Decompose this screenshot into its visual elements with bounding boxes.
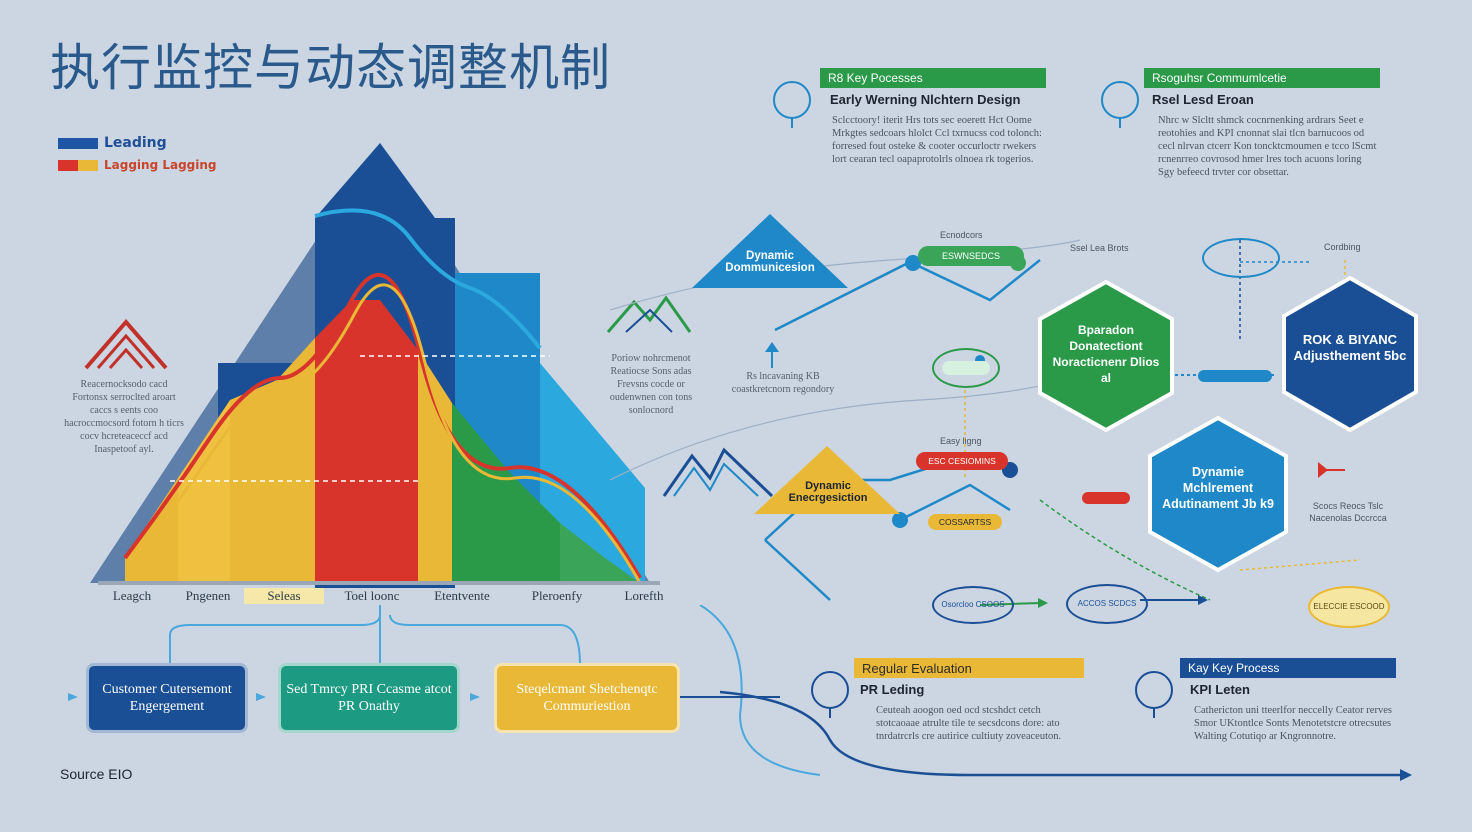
yellow-circle-node[interactable]: ELECCIE ESCOOD <box>1308 586 1390 628</box>
pill-green[interactable]: ESWNSEDCS <box>918 246 1024 266</box>
navy-circle-node-2[interactable]: ACCOS SCDCS <box>1066 584 1148 624</box>
legend-label: Leading <box>104 135 167 151</box>
page-title: 执行监控与动态调整机制 <box>50 39 611 97</box>
stage-label: Etentvente <box>434 588 490 603</box>
lagging-line <box>123 272 642 580</box>
right-note: Scocs Reocs Tslc Nacenolas Dccrcca <box>1309 501 1387 523</box>
bulb-icon <box>1135 671 1173 718</box>
panel-body: Sclcctoory! iterit Hrs tots sec eoerett … <box>832 115 1042 165</box>
label-cocd: Cordbing <box>1324 242 1361 252</box>
stage-label: Leagch <box>112 588 152 603</box>
legend-item-lagging: Lagging Lagging <box>58 154 217 176</box>
pill-yellow[interactable]: COSSARTSS <box>928 514 1002 530</box>
panel-header: Rsoguhsr Commumlcetie <box>1144 68 1380 88</box>
pill-red-small <box>1082 492 1130 504</box>
blue-mountain-icon <box>662 447 774 498</box>
panel-header: Kay Key Process <box>1180 658 1396 678</box>
yellow-column-3 <box>418 350 452 583</box>
source-note: Source EIO <box>60 766 133 782</box>
panel-body: Nhrc w Slcltt shmck cocnrnenking ardrars… <box>1158 115 1377 178</box>
legend-swatch-red-yellow <box>58 159 98 171</box>
blue-hexagon[interactable] <box>1144 414 1292 574</box>
mid-note-2: Rs lncavaning KB coastkretcnorn regondor… <box>731 371 835 395</box>
stage-label: Pngenen <box>185 588 231 603</box>
panel-body: Cathericton uni tteerlfor neccelly Ceato… <box>1194 705 1392 742</box>
green-hexagon[interactable] <box>1034 278 1178 434</box>
stage-label: Lorefth <box>624 588 664 603</box>
pill-red[interactable]: ESC CESIOMINS <box>916 452 1008 470</box>
stage-label: Toel loonc <box>344 588 400 603</box>
panel-header: R8 Key Pocesses <box>820 68 1046 88</box>
customer-engagement-box[interactable]: Customer Cutersemont Engergement <box>86 663 248 733</box>
green-column <box>452 403 560 583</box>
legend: Leading Lagging Lagging <box>58 132 217 176</box>
bulb-icon <box>1101 81 1139 128</box>
dynamic-environment-triangle[interactable] <box>752 444 902 516</box>
lagging-line-2 <box>128 283 642 584</box>
navy-hexagon-label: ROK & BIYANC Adjusthement 5bc <box>1293 332 1407 363</box>
dynamic-communication-triangle[interactable] <box>690 212 850 290</box>
dynamic-environment-label: Dynamic Enecrgesiction <box>788 480 868 504</box>
stage-label: Seleas <box>244 588 324 604</box>
stage-label: Pleroenfy <box>531 588 583 603</box>
left-note: Reacernocksodo cacd Fortonsx serroclted … <box>64 379 184 455</box>
leading-line <box>314 208 542 350</box>
yellow-column-2 <box>230 338 315 583</box>
label-seal: Ssel Lea Brots <box>1070 243 1129 253</box>
legend-swatch-blue <box>58 137 98 149</box>
panel-subtitle: Rsel Lesd Eroan <box>1152 92 1254 107</box>
panel-regular-evaluation: Regular Evaluation PR Leding Ceuteah aoo… <box>808 656 1098 766</box>
label-echon: Ecnodcors <box>940 230 983 240</box>
navy-circle-node[interactable]: Osorcloo CSOOS <box>932 586 1014 624</box>
red-column <box>315 300 418 583</box>
legend-label: Lagging Lagging <box>104 158 217 172</box>
bulb-icon <box>811 671 849 718</box>
pill-blue <box>1198 370 1272 382</box>
green-circle-inner <box>942 361 990 375</box>
panel-subtitle: PR Leding <box>860 682 925 697</box>
blue-circle-node[interactable] <box>1202 238 1280 278</box>
panel-subtitle: Early Werning Nlchtern Design <box>830 92 1021 107</box>
mountain-chart <box>90 143 660 588</box>
legend-item-leading: Leading <box>58 132 217 154</box>
green-column-2 <box>560 523 640 583</box>
peak-top <box>315 143 435 218</box>
connector-lines <box>68 605 820 776</box>
panel-header: Regular Evaluation <box>854 658 1084 678</box>
navy-hexagon[interactable] <box>1278 274 1422 434</box>
green-mountain-icon <box>606 295 692 333</box>
bulb-icon <box>773 81 811 128</box>
blue-hexagon-label: Dynamie Mchlrement Adutinament Jb k9 <box>1162 465 1274 511</box>
mountain-icon <box>84 318 168 370</box>
panel-early-warning: R8 Key Pocesses Early Werning Nlchtern D… <box>770 66 1050 196</box>
up-arrow-icon <box>765 342 779 368</box>
kpi-quality-box[interactable]: Sed Tmrcy PRI Ccasme atcot PR Onathy <box>278 663 460 733</box>
green-circle-node[interactable] <box>932 348 1000 388</box>
stage-row: Leagch Pngenen Seleas Toel loonc Etentve… <box>92 588 692 608</box>
panel-subtitle: KPI Leten <box>1190 682 1250 697</box>
timeline-arrow <box>720 690 1412 781</box>
mid-note: Poriow nohrcmenot Reatiocse Sons adas Fr… <box>609 353 693 416</box>
dynamic-communication-label: Dynamic Dommunicesion <box>725 250 815 274</box>
green-hexagon-label: Bparadon Donatectiont Noracticnenr Dlios… <box>1052 323 1160 385</box>
panel-key-process: Kay Key Process KPI Leten Cathericton un… <box>1132 656 1402 766</box>
label-easy: Easy ligng <box>940 436 982 446</box>
panel-body: Ceuteah aoogon oed ocd stcshdct cetch st… <box>876 705 1062 742</box>
panel-regular-communication: Rsoguhsr Commumlcetie Rsel Lesd Eroan Nh… <box>1098 66 1388 196</box>
stakeholder-communication-box[interactable]: Steqelcmant Shetchenqtc Commuriestion <box>494 663 680 733</box>
